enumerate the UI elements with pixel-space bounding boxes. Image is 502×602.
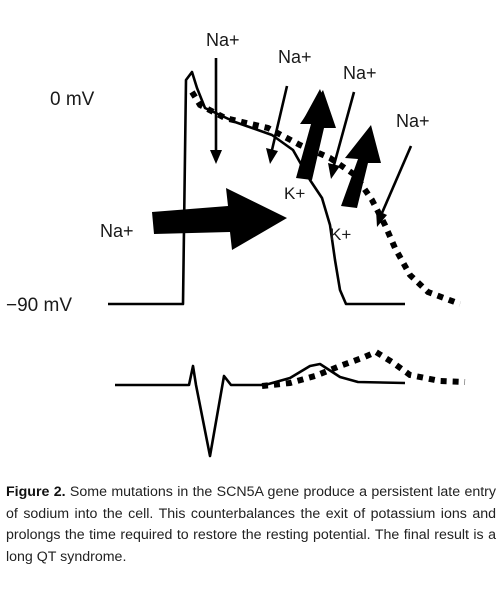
normal-ecg-trace [115, 362, 406, 458]
normal-action-potential-curve [108, 70, 405, 306]
figure-caption: Figure 2. Some mutations in the SCN5A ge… [6, 482, 496, 568]
na-top-label-1: Na+ [206, 30, 240, 50]
sodium-entry-arrows [210, 58, 413, 227]
na-top-label-3: Na+ [343, 63, 377, 83]
prolonged-ecg-trace [261, 348, 466, 389]
minus-ninety-mv-label: −90 mV [6, 295, 72, 316]
inward-sodium-arrow [152, 188, 287, 250]
na-top-label-4: Na+ [396, 111, 430, 131]
zero-mv-label: 0 mV [50, 89, 95, 110]
potassium-exit-arrows [296, 89, 381, 208]
figure-caption-label: Figure 2. [6, 484, 66, 500]
figure-caption-text: Some mutations in the SCN5A gene produce… [6, 484, 496, 565]
prolonged-action-potential-curve [189, 90, 462, 307]
k-out-label-1: K+ [284, 184, 305, 203]
na-inward-label: Na+ [100, 221, 134, 241]
k-out-label-2: K+ [330, 225, 351, 244]
na-top-label-2: Na+ [278, 47, 312, 67]
